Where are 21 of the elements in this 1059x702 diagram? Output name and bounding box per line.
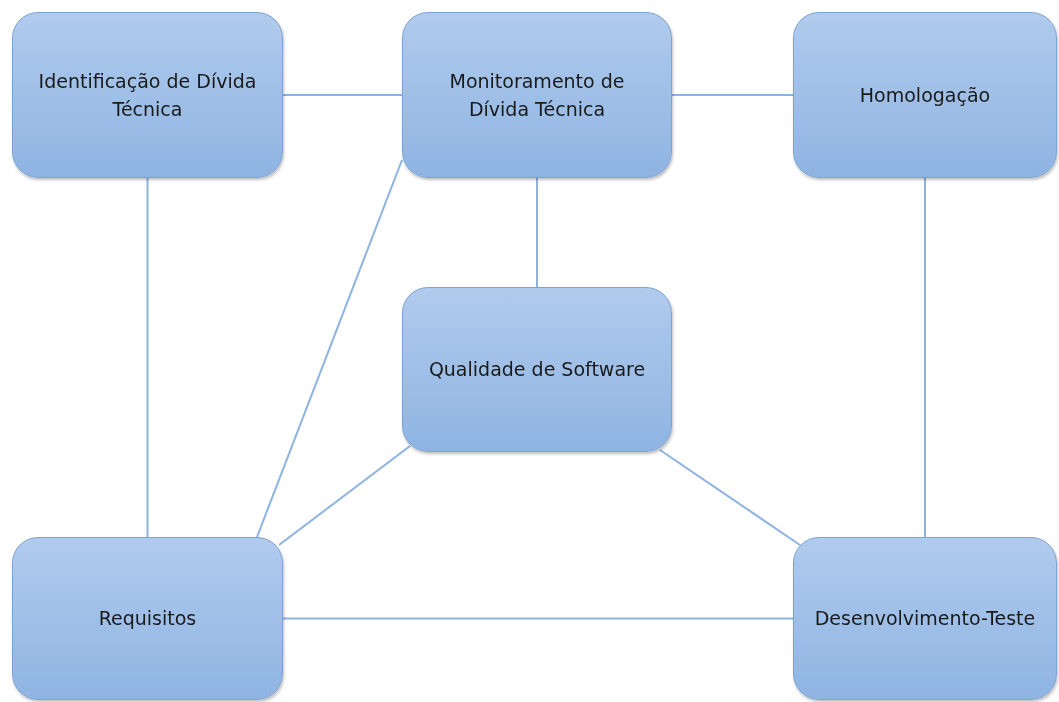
box-label: Requisitos — [97, 606, 198, 632]
connector-line — [924, 177, 926, 538]
box-label: Qualidade de Software — [427, 357, 647, 383]
box-label: Homologação — [858, 82, 992, 108]
connector-line — [671, 94, 794, 96]
process-box — [12, 537, 283, 700]
connector-line — [536, 177, 538, 288]
connector-line — [659, 449, 801, 546]
connector-line — [282, 617, 794, 620]
connector-line — [278, 445, 411, 546]
process-box — [402, 12, 672, 178]
process-box — [793, 12, 1057, 178]
box-label: Identificação de Dívida Técnica — [37, 68, 258, 122]
process-box — [402, 287, 672, 452]
connector-line — [256, 159, 403, 538]
process-box — [793, 537, 1057, 700]
process-box — [12, 12, 283, 178]
box-label: Monitoramento de Dívida Técnica — [448, 68, 626, 122]
box-label: Desenvolvimento-Teste — [813, 606, 1037, 632]
connector-line — [146, 177, 149, 538]
connector-line — [282, 94, 403, 96]
